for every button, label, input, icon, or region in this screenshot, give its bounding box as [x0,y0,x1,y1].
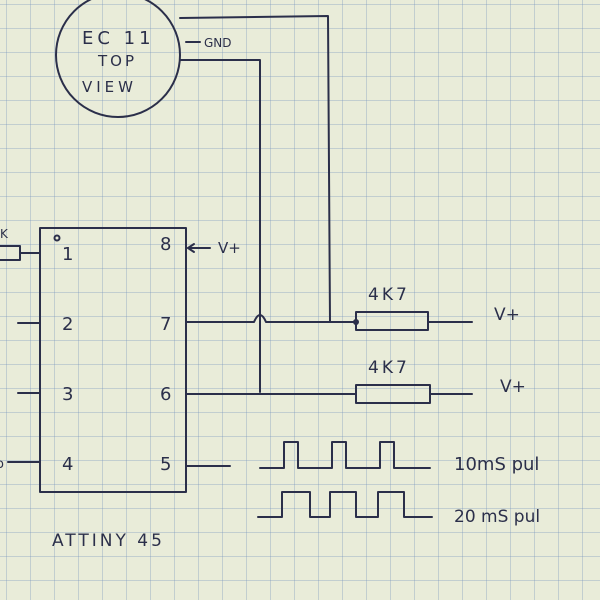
left-cut-label-2: o [0,457,4,472]
encoder-label-1: EC 11 [82,28,155,49]
resistor-top-vplus: V+ [494,305,520,325]
resistor-bottom-vplus: V+ [500,377,526,397]
pin-2-number: 2 [62,314,73,335]
waveform-10ms [259,441,431,469]
resistor-top [355,311,429,331]
pin-7-number: 7 [160,314,171,335]
encoder-circle [55,0,181,118]
resistor-bottom [355,384,431,404]
pin-5-number: 5 [160,454,171,475]
pin-6-number: 6 [160,384,171,405]
gnd-label: GND [204,36,232,50]
chip-name-label: ATTINY 45 [52,531,165,551]
pin-4-number: 4 [62,454,73,475]
pin-1-number: 1 [62,244,73,265]
pin8-vplus-label: V+ [218,239,241,257]
waveform-20ms [257,491,433,518]
pin-8-number: 8 [160,234,171,255]
encoder-label-3: VIEW [82,78,137,96]
resistor-top-label: 4K7 [368,285,410,305]
encoder-label-2: TOP [97,52,137,70]
wire-encoder-b-to-pin6 [179,59,261,393]
left-cut-label: K [0,227,9,241]
wire-pin7-to-resistor [185,314,357,323]
pin-3-number: 3 [62,384,73,405]
pulse-20ms-label: 20 mS pul [454,507,540,527]
attiny45-chip [39,227,187,493]
pin8-arrow [187,243,195,253]
pulse-10ms-label: 10mS pul [454,454,539,475]
pin1-dot [53,234,61,242]
wire-encoder-a-to-pin7 [179,15,331,323]
left-resistor-stub [0,245,21,261]
resistor-bottom-label: 4K7 [368,358,410,378]
